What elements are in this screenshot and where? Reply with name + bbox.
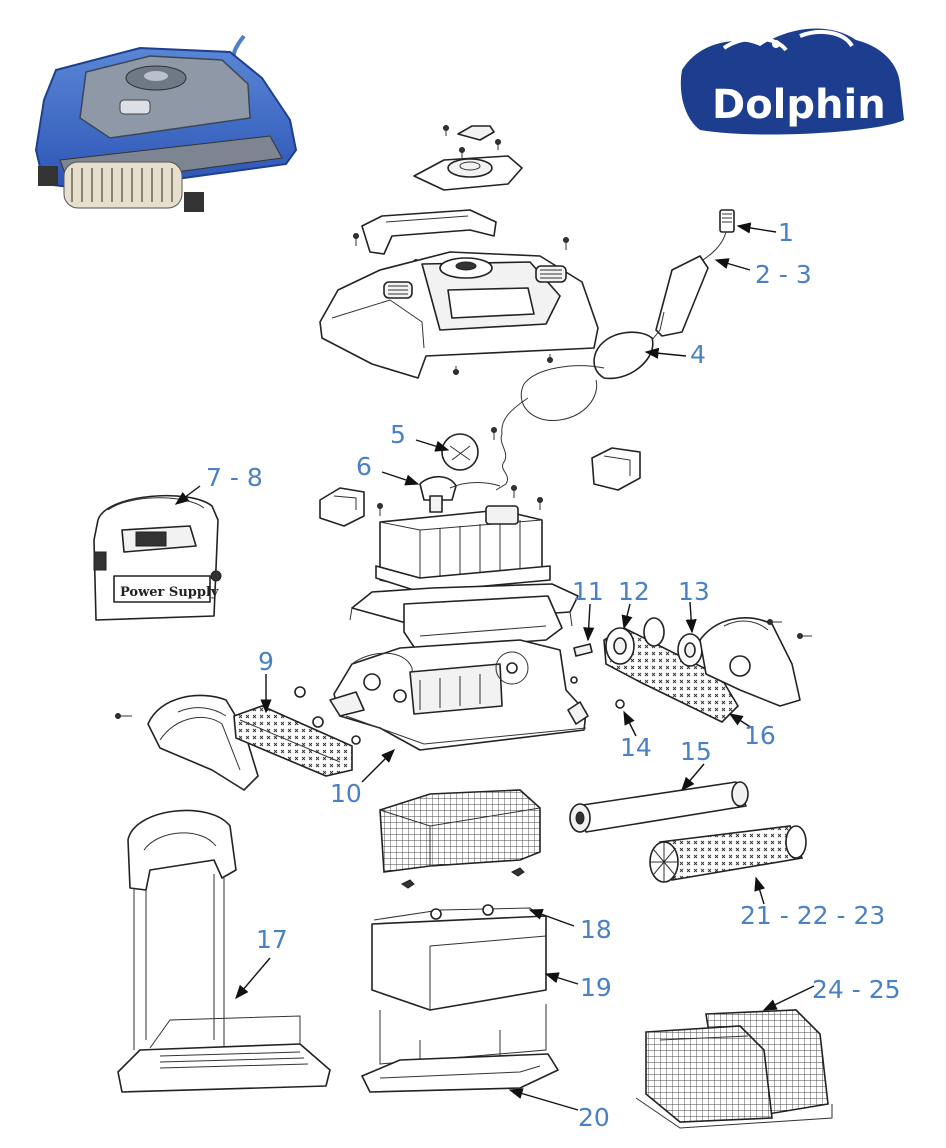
cable-swivel-part: [495, 209, 735, 491]
dolphin-logo-text: Dolphin: [712, 82, 886, 128]
right-drive-parts: [603, 617, 812, 723]
callout-12: 12: [618, 577, 650, 606]
callout-1: 1: [778, 218, 794, 247]
left-side-plate-part: [115, 694, 259, 791]
callout-7-8: 7 - 8: [206, 463, 263, 492]
callout-15: 15: [680, 737, 712, 766]
callout-16: 16: [744, 721, 776, 750]
callout-5: 5: [390, 420, 406, 449]
filter-frame-parts: [361, 904, 559, 1093]
callout-19: 19: [580, 973, 612, 1002]
part-callouts: 1 2 - 3 4 5 6 7 - 8 9 10 11 12 13 14 15 …: [206, 218, 901, 1132]
callout-11: 11: [572, 577, 604, 606]
callout-10: 10: [330, 779, 362, 808]
chassis-part: [294, 639, 589, 751]
axle-pin-part: [573, 643, 593, 657]
dolphin-brand-logo: Dolphin: [680, 28, 904, 135]
inner-tray-part: [349, 583, 579, 651]
callout-18: 18: [580, 915, 612, 944]
callout-20: 20: [578, 1103, 610, 1132]
robot-product-photo: [34, 34, 298, 212]
caddy-stand-part: [117, 809, 331, 1093]
filter-panels-part: [635, 1009, 833, 1129]
filter-basket-part: [379, 789, 541, 889]
power-supply-part: Power Supply: [93, 494, 222, 621]
callout-14: 14: [620, 733, 652, 762]
callout-2-3: 2 - 3: [755, 260, 812, 289]
callout-24-25: 24 - 25: [812, 975, 901, 1004]
brush-part: [649, 825, 807, 883]
top-cover-part: [319, 251, 599, 379]
callout-17: 17: [256, 925, 288, 954]
callout-13: 13: [678, 577, 710, 606]
impeller-parts: [377, 427, 543, 516]
callout-21-22-23: 21 - 22 - 23: [740, 901, 885, 930]
callout-9: 9: [258, 647, 274, 676]
callout-6: 6: [356, 452, 372, 481]
motor-unit-part: [375, 505, 551, 593]
top-cap-parts: [413, 125, 523, 191]
leader-lines: [174, 222, 815, 1111]
side-block-parts: [319, 447, 641, 527]
callout-4: 4: [690, 340, 706, 369]
power-supply-label: Power Supply: [120, 585, 219, 600]
roller-part-15: [569, 781, 749, 833]
